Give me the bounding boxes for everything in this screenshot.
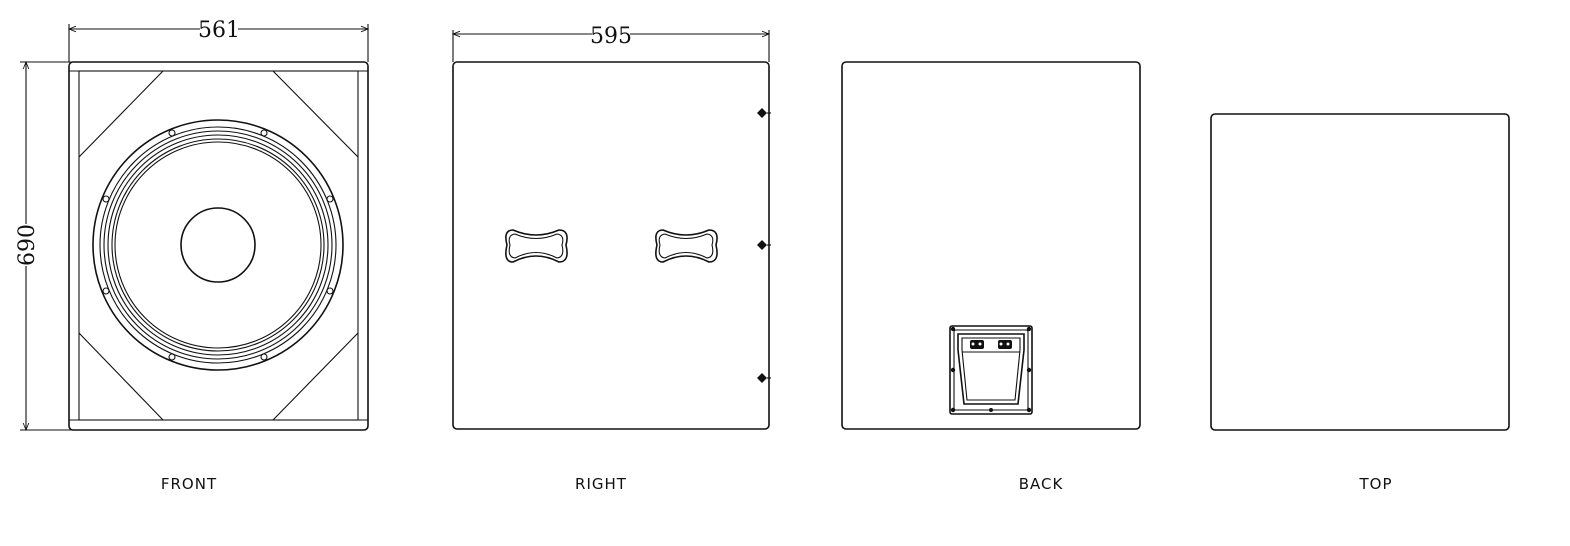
connector-plate <box>949 325 1033 415</box>
plate-screws <box>950 326 1032 413</box>
back-view: BACK <box>841 61 1141 493</box>
top-view-label: TOP <box>1358 475 1392 493</box>
side-handle-left <box>505 229 568 263</box>
front-cabinet-outline <box>68 61 369 431</box>
right-view-label: RIGHT <box>575 475 627 493</box>
front-view-label: FRONT <box>161 475 217 493</box>
right-width-value: 595 <box>590 24 632 49</box>
height-value: 690 <box>15 224 40 266</box>
front-view: 561 690 <box>15 18 370 493</box>
dust-cap <box>180 207 256 283</box>
woofer-screws <box>102 129 334 361</box>
woofer <box>92 119 344 371</box>
top-cabinet-outline <box>1210 113 1510 431</box>
speakon-connectors <box>970 340 1012 349</box>
corner-braces <box>78 70 359 421</box>
right-view: 595 RIGHT <box>451 24 771 493</box>
right-width-dimension: 595 <box>451 24 771 62</box>
back-view-label: BACK <box>1019 475 1064 493</box>
rigging-points <box>757 108 771 383</box>
front-width-value: 561 <box>198 18 240 43</box>
right-cabinet-outline <box>452 61 770 430</box>
top-view: TOP <box>1210 113 1510 493</box>
front-baffle-inner <box>78 70 359 421</box>
front-width-dimension: 561 <box>67 18 370 62</box>
height-dimension: 690 <box>15 60 90 432</box>
back-cabinet-outline <box>841 61 1141 430</box>
side-handle-right <box>655 229 718 263</box>
